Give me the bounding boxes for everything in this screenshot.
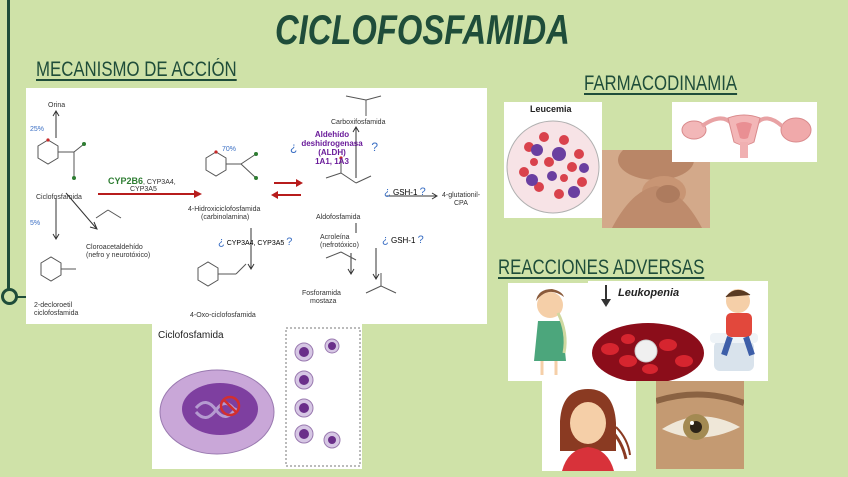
timeline-line [7, 0, 10, 296]
eye-svg [656, 381, 744, 469]
mechanism-svg [37, 95, 438, 294]
section-mecanismo: MECANISMO DE ACCIÓN [36, 58, 237, 81]
section-farmacodinamia: FARMACODINAMIA [584, 72, 738, 95]
gsh1-block: ¿ GSH-1 ? [384, 186, 426, 198]
nausea-svg [534, 289, 567, 375]
cloro-label-1: Cloroacetaldehído [86, 244, 143, 251]
glut-label-2: CPA [454, 200, 468, 207]
oxo-label: 4-Oxo-ciclofosfamida [190, 312, 256, 319]
uterus-svg [681, 114, 812, 158]
carboxi-label: Carboxifosfamida [331, 119, 386, 126]
gsh1-q: ¿ [384, 186, 391, 198]
gsh1b-block: ¿ GSH-1 ? [382, 234, 424, 246]
neck-image [602, 150, 710, 228]
hidroxi-label-1: 4-Hidroxiciclofosfamida [188, 206, 261, 213]
leucemia-label: Leucemia [530, 104, 572, 114]
leukopenia-label: Leukopenia [618, 287, 680, 299]
aldo-label: Aldofosfamida [316, 214, 361, 221]
aldh-label-2: deshidrogenasa [301, 139, 363, 148]
timeline-connector [17, 296, 27, 298]
hidroxi-label-2: (carbinolamina) [201, 214, 250, 221]
gsh1b-q: ¿ [382, 234, 389, 246]
cyp2b6-label: CYP2B6 [108, 176, 144, 186]
aldh-q: ¿ [290, 140, 298, 154]
eye-image [656, 381, 744, 469]
cyp-oxo-q: ¿ [218, 236, 225, 248]
aldh-label-1: Aldehído [314, 130, 350, 139]
fosfo-label-2: mostaza [310, 298, 337, 305]
gsh1b-label: GSH-1 [390, 236, 416, 245]
glut-label-1: 4-glutationil- [442, 192, 481, 199]
cell-svg [159, 327, 361, 467]
aldh-label-4: 1A1, 1A3 [315, 157, 349, 166]
fosfo-label-1: Fosforamida [302, 290, 341, 297]
cyp3a5-label: CYP3A5 [130, 186, 157, 193]
leukopenia-svg [592, 285, 704, 381]
cloro-label-2: (nefro y neurotóxico) [86, 252, 151, 259]
gsh1b-qm: ? [417, 234, 424, 246]
leucemia-image: Leucemia [504, 102, 602, 218]
cell-panel: Ciclofosfamida [152, 324, 362, 469]
cyp-oxo-label: CYP3A4, CYP3A5 [226, 240, 285, 247]
acro-label-2: (nefrotóxico) [320, 242, 359, 249]
aldh-block: ¿ Aldehído deshidrogenasa (ALDH) 1A1, 1A… [290, 130, 378, 166]
section-reacciones: REACCIONES ADVERSAS [498, 256, 705, 279]
leukopenia-image: Leukopenia [588, 281, 704, 381]
decloro-label-2: ciclofosfamida [34, 310, 79, 317]
gsh1-qm: ? [419, 186, 426, 198]
uterus-image [672, 102, 817, 162]
pct-70: 70% [222, 146, 237, 153]
cell-panel-title: Ciclofosfamida [158, 330, 224, 341]
ciclofosfamida-label: Ciclofosfamida [36, 194, 82, 201]
mechanism-diagram: Orina 25% 5% 70% Ciclofosfamida CYP2B6, … [26, 88, 487, 324]
orina-label: Orina [48, 102, 66, 109]
diarrhea-svg [710, 289, 758, 371]
pct-25: 25% [30, 126, 45, 133]
pct-5: 5% [30, 220, 41, 227]
decloro-label-1: 2-decloroetil [34, 302, 73, 309]
timeline-dot [1, 288, 18, 305]
aldh-label-3: (ALDH) [318, 148, 346, 157]
hair-loss-svg [560, 389, 631, 471]
cyp-oxo-block: ¿ CYP3A4, CYP3A5 ? [218, 236, 292, 248]
cyp-oxo-qm: ? [286, 236, 293, 248]
enzyme-label: CYP2B6, CYP3A4, [108, 176, 176, 186]
nausea-image [508, 283, 588, 381]
gsh1-label: GSH-1 [392, 188, 418, 197]
diarrhea-image [704, 281, 768, 381]
blood-smear-svg [506, 120, 600, 214]
cyp3a4-label: , CYP3A4, [143, 179, 176, 186]
acro-label-1: Acroleína [320, 234, 350, 241]
hair-loss-image [542, 381, 636, 471]
page-title: CICLOFOSFAMIDA [275, 6, 570, 53]
aldh-qm: ? [371, 140, 378, 154]
